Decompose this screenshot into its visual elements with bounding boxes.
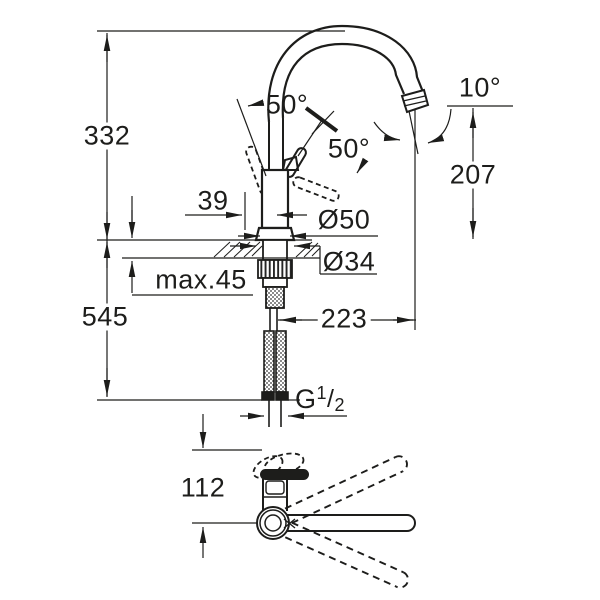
thread-denominator: 2: [334, 395, 345, 415]
lever-side-view: [245, 145, 340, 202]
threaded-stud: [265, 286, 285, 309]
lever-solid-axis-leader: [297, 119, 323, 157]
dim-50deg-back-label: 50°: [265, 89, 309, 120]
spout-outer-curve: [267, 24, 425, 123]
body-ring-circle: [259, 509, 287, 537]
hose-fitting-left: [261, 391, 275, 401]
braided-hose-right: [275, 330, 287, 393]
spout-side-view: [267, 24, 430, 123]
dim-thread-label: G1/2: [295, 384, 345, 414]
lock-nut: [262, 277, 288, 288]
mousseur-stripe: [402, 95, 426, 102]
deck-hatching-right: [295, 241, 321, 258]
dim-10deg-label: 10°: [458, 72, 502, 103]
dimension-lines: [97, 30, 513, 558]
deck-hatching-left: [213, 241, 263, 258]
hose-fitting-right: [275, 391, 289, 401]
dim-39-label: 39: [197, 185, 229, 216]
angle-arc-right: [427, 108, 452, 144]
body-cylinder: [260, 168, 290, 230]
body-outer-circle: [256, 506, 290, 540]
mousseur-outlet: [400, 88, 430, 114]
thread-numerator: 1: [316, 383, 328, 403]
spout-inner-curve: [281, 42, 406, 119]
knurled-mounting-nut: [257, 259, 293, 279]
cartridge-inner-detail: [265, 480, 285, 495]
lever-dashed-front-position: [292, 176, 340, 202]
lever-back-axis-leader: [236, 98, 267, 177]
dim-223-label: 223: [317, 305, 371, 333]
angle-arc-left: [373, 121, 401, 142]
spout-axis-circle: [264, 514, 282, 532]
dim-545-label: 545: [78, 303, 132, 331]
dim-112-label: 112: [180, 472, 226, 503]
mounting-shank: [262, 239, 288, 261]
dim-207-label: 207: [446, 161, 500, 189]
mousseur-stripe: [403, 100, 427, 107]
braided-hose-left: [263, 330, 275, 393]
thread-letter: G: [295, 384, 317, 414]
faucet-top-view: [252, 452, 416, 589]
dim-dia34-label: Ø34: [322, 246, 376, 277]
lever-top-view: [260, 469, 309, 480]
spout-swivel-dashed-down: [284, 521, 409, 589]
outlet-angle-line: [408, 110, 419, 155]
spout-swivel-dashed-up: [284, 455, 408, 524]
lever-dashed-outline: [263, 452, 305, 476]
dim-dia50-label: Ø50: [317, 204, 371, 235]
mounting-hardware: [257, 239, 293, 331]
angle-bold-tick: [304, 106, 339, 133]
supply-hoses: [261, 330, 289, 427]
dim-max45-label: max.45: [155, 264, 247, 295]
dim-332-label: 332: [80, 122, 134, 150]
dim-50deg-front-label: 50°: [327, 133, 371, 164]
faucet-body: [254, 168, 296, 242]
center-cross-mark: [283, 518, 296, 529]
base-escutcheon: [254, 226, 296, 242]
thread-slash: /: [327, 385, 335, 413]
